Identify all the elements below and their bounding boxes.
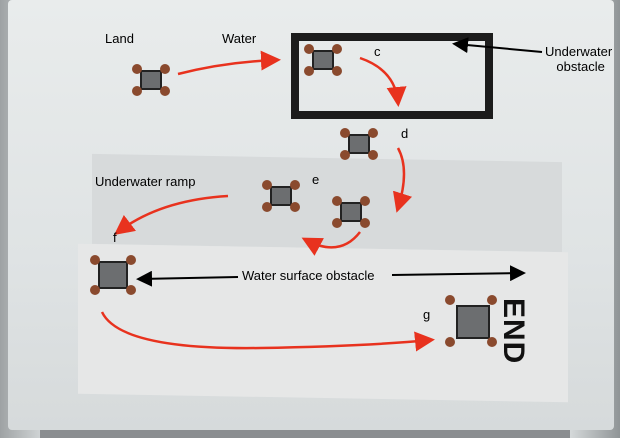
arrow-f-to-g — [100, 311, 435, 352]
label-underwater-ramp: Underwater ramp — [95, 174, 196, 189]
robot-c — [304, 44, 342, 76]
label-water: Water — [222, 31, 257, 46]
arrow-e-to-f — [114, 194, 229, 236]
label-water-surface-obstacle: Water surface obstacle — [242, 268, 375, 283]
arrow-land-to-water — [177, 50, 281, 76]
label-underwater-obstacle-line2: obstacle — [556, 59, 605, 74]
robot-g — [445, 295, 501, 349]
robot-d — [340, 128, 378, 160]
pointer-surface-right — [391, 265, 526, 282]
pointer-underwater-obstacle — [452, 37, 543, 54]
arrow-c-to-d — [359, 56, 407, 107]
robot-ramp — [332, 196, 370, 228]
label-g: g — [423, 307, 431, 322]
arrow-d-to-ramp — [392, 147, 413, 213]
pointer-surface-left — [136, 270, 239, 287]
label-d: d — [401, 126, 409, 141]
arrow-ramp-to-e — [301, 231, 361, 256]
label-f: f — [113, 230, 117, 245]
label-underwater-obstacle-line1: Underwater — [545, 44, 613, 59]
robot-f — [90, 255, 138, 297]
label-c: c — [374, 44, 381, 59]
label-e: e — [312, 172, 320, 187]
end-marker-text: END — [497, 298, 530, 365]
robot-land — [132, 64, 170, 96]
underwater-obstacle-frame — [291, 33, 493, 119]
label-land: Land — [105, 31, 134, 46]
robot-e — [262, 180, 300, 212]
